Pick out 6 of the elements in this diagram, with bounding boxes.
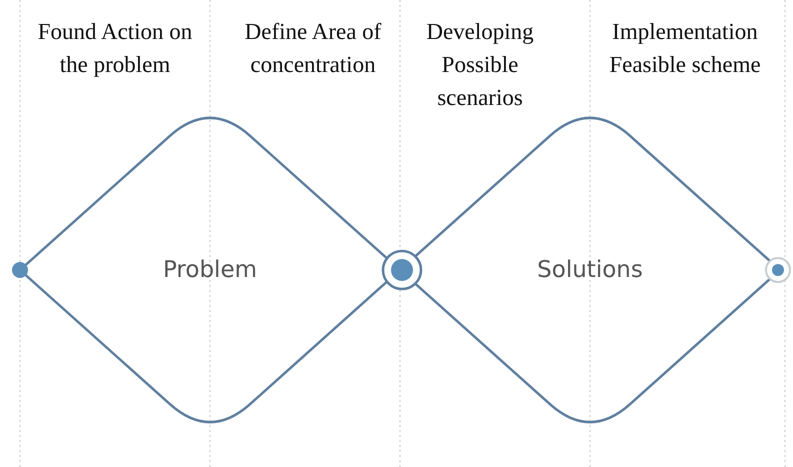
stage-label: Problem xyxy=(162,257,258,283)
phase-heading: Developing Possible scenarios xyxy=(425,18,535,112)
phase-heading: Implementation Feasible scheme xyxy=(608,18,762,79)
stage-label: Solutions xyxy=(537,257,643,283)
phase-heading: Define Area of concentration xyxy=(244,18,382,79)
phase-heading: Found Action on the problem xyxy=(36,18,194,79)
